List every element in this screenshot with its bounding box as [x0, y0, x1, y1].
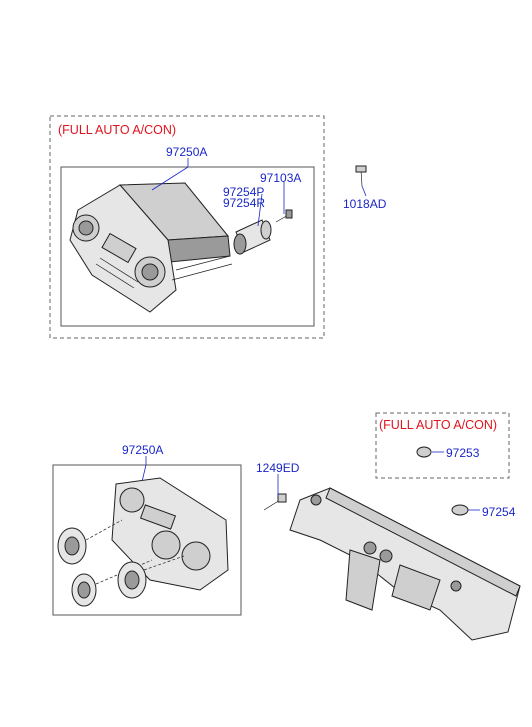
dashboard-crash-pad	[289, 487, 521, 641]
bottom-knobs	[57, 519, 185, 607]
bottom-control-panel	[111, 477, 229, 591]
cap-97254-part	[451, 504, 469, 516]
bottom-right-group-dashed-frame	[375, 412, 510, 479]
label-1249ed: 1249ED	[256, 461, 300, 475]
label-97254r: 97254R	[223, 196, 266, 210]
label-97103a: 97103A	[260, 171, 302, 185]
label-97254p: 97254P	[223, 185, 265, 199]
label-97250a-top: 97250A	[166, 145, 208, 159]
screw-1249ed-part	[263, 493, 287, 511]
top-knob-part	[233, 219, 272, 255]
label-97250a-bottom: 97250A	[122, 443, 164, 457]
top-group-dashed-frame	[49, 115, 325, 339]
bolt-1018ad-part	[355, 165, 367, 187]
label-97254: 97254	[482, 505, 516, 519]
bottom-right-group-title: (FULL AUTO A/CON)	[379, 418, 498, 432]
label-1018ad: 1018AD	[343, 197, 387, 211]
top-group-title: (FULL AUTO A/CON)	[58, 123, 177, 137]
cap-97253-part	[416, 446, 432, 458]
top-heater-control-unit	[69, 182, 233, 313]
top-screw-part	[275, 209, 293, 223]
bottom-assembly-frame	[52, 464, 242, 616]
label-97253: 97253	[446, 446, 480, 460]
